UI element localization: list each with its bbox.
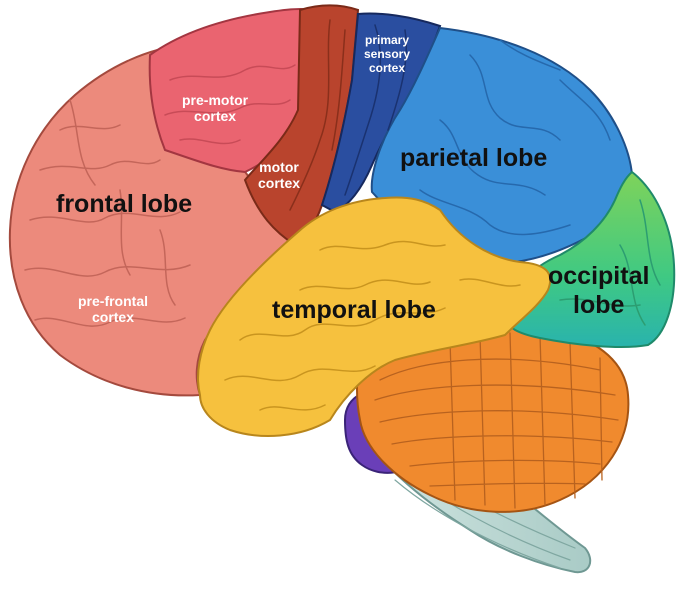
frontal-lobe-label: frontal lobe [56, 190, 193, 218]
pre-motor-cortex-label: pre-motor cortex [182, 92, 249, 125]
temporal-lobe-label: temporal lobe [272, 296, 436, 324]
primary-sensory-cortex-label: primary sensory cortex [364, 33, 411, 75]
parietal-lobe-label: parietal lobe [400, 144, 548, 172]
occipital-lobe-region [503, 170, 676, 349]
pre-frontal-cortex-label: pre-frontal cortex [78, 293, 148, 326]
parietal-gyri [419, 39, 611, 236]
temporal-gyri [224, 240, 521, 411]
primary-sensory-cortex-region [320, 12, 442, 214]
motor-cortex-label: motor cortex [258, 159, 301, 192]
occipital-lobe-label: occipital lobe [548, 262, 650, 319]
occipital-gyri [559, 199, 661, 326]
cerebellum-folds [374, 332, 619, 509]
frontal-gyri [24, 99, 191, 327]
sensory-gyri [344, 24, 408, 196]
motor-gyri [289, 19, 346, 211]
pre-motor-gyri [164, 64, 296, 145]
temporal-lobe-region [197, 196, 552, 437]
